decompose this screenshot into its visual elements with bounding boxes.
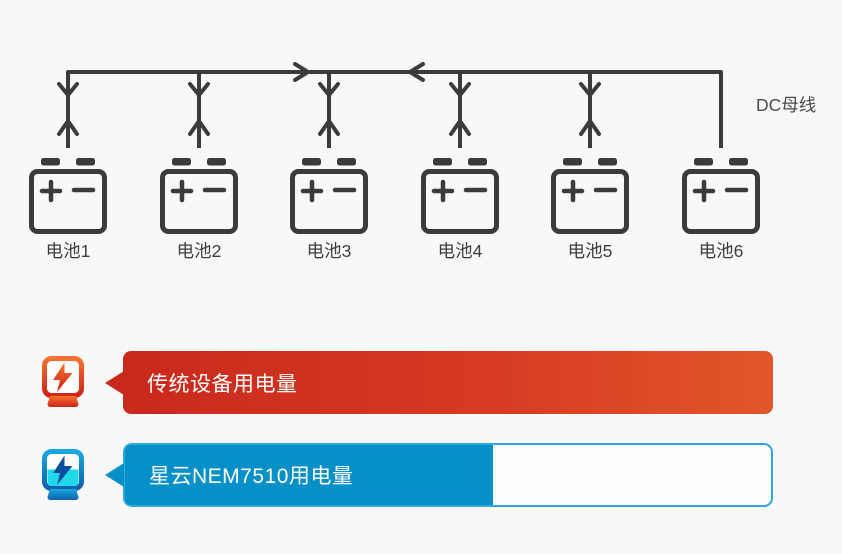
power-meter-bolt-red-icon [42,356,84,407]
battery-icons [29,158,760,234]
bar-traditional-consumption: 传统设备用电量 [105,351,773,414]
bar-nebula-consumption: 星云NEM7510用电量 [105,443,773,507]
dc-bus-line [66,70,723,148]
battery-label: 电池5 [568,241,613,261]
flow-arrows [57,62,601,136]
battery-bus-diagram: 电池1 电池2 电池3 电池4 电池5 电池6 [29,62,760,261]
bar-nebula-label: 星云NEM7510用电量 [149,465,354,488]
battery-icon [290,158,368,234]
battery-icon [682,158,760,234]
power-meter-bolt-blue-icon [42,449,84,500]
battery-label: 电池1 [46,241,91,261]
battery-label: 电池4 [438,241,483,261]
bar-pointer-left-icon [105,463,124,487]
battery-icon [160,158,238,234]
battery-labels: 电池1 电池2 电池3 电池4 电池5 电池6 [46,241,744,261]
battery-label: 电池6 [699,241,744,261]
bar-pointer-left-icon [105,370,124,395]
dc-bus-label: DC母线 [756,95,817,115]
battery-label: 电池3 [307,241,352,261]
bus-arrow-right-icon [293,62,310,82]
lightning-bolt-icon [53,362,73,392]
battery-icon [421,158,499,234]
bar-traditional-label: 传统设备用电量 [147,372,298,396]
battery-icon [29,158,107,234]
gauge-level-fill [47,469,79,486]
bus-arrow-left-icon [408,62,425,82]
battery-label: 电池2 [177,241,222,261]
bar-nebula-fill: 星云NEM7510用电量 [125,445,494,505]
battery-icon [551,158,629,234]
lightning-bolt-icon [53,455,73,485]
